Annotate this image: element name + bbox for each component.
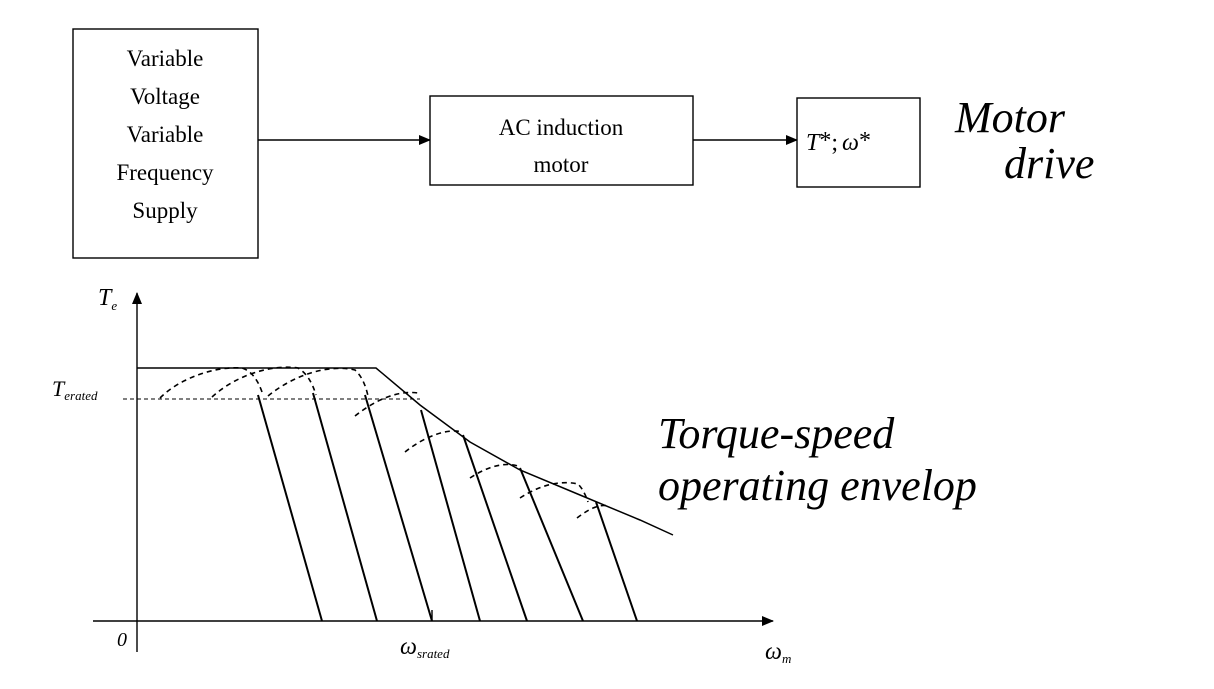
rated-speed-subscript: srated xyxy=(417,646,450,661)
rated-speed-symbol: ω xyxy=(400,634,417,660)
block-diagram: Variable Voltage Variable Frequency Supp… xyxy=(72,28,1094,259)
supply-line-4: Frequency xyxy=(116,160,214,185)
y-axis-symbol: T xyxy=(98,285,113,311)
rated-torque-subscript: erated xyxy=(64,388,98,403)
torque-curve-branch-1 xyxy=(257,394,323,622)
x-axis-subscript: m xyxy=(782,651,791,666)
motor-box xyxy=(429,95,694,186)
torque-curve-hump-6 xyxy=(469,463,519,479)
torque-curve-hump-1 xyxy=(159,367,263,399)
supply-line-5: Supply xyxy=(132,198,198,223)
y-axis-label: Te xyxy=(98,285,117,313)
motor-drive-caption-line-2: drive xyxy=(1004,139,1094,188)
speed-reference-symbol: ω xyxy=(842,130,859,156)
rated-speed-label: ωsrated xyxy=(400,634,450,661)
torque-curve-branch-6 xyxy=(519,467,584,622)
output-separator: ; xyxy=(831,130,838,156)
torque-curve-hump-8 xyxy=(576,504,609,519)
torque-curve-hump-7 xyxy=(519,481,589,503)
x-axis-symbol: ω xyxy=(765,639,782,665)
torque-curve-branch-4 xyxy=(420,409,481,622)
motor-drive-caption-line-1: Motor xyxy=(954,93,1066,142)
origin-label: 0 xyxy=(117,629,127,651)
output-symbols: T*;ω* xyxy=(806,128,871,156)
torque-reference-star: * xyxy=(819,128,831,154)
torque-curve-branch-3 xyxy=(364,394,433,622)
operating-envelope xyxy=(137,367,674,536)
torque-curve-branch-5 xyxy=(462,434,528,622)
x-axis-label: ωm xyxy=(765,639,791,666)
motor-line-2: motor xyxy=(534,152,589,177)
speed-reference-star: * xyxy=(859,128,871,154)
supply-line-3: Variable xyxy=(127,122,204,147)
torque-curve-branch-2 xyxy=(312,392,378,622)
torque-reference-symbol: T xyxy=(806,130,821,156)
torque-curve-hump-5 xyxy=(404,430,463,453)
supply-box xyxy=(72,28,259,259)
supply-line-1: Variable xyxy=(127,46,204,71)
output-box xyxy=(796,97,921,188)
torque-curve-hump-2 xyxy=(211,366,317,398)
torque-curve-hump-3 xyxy=(267,367,369,397)
torque-curve-branch-7 xyxy=(595,501,638,622)
torque-curve-hump-4 xyxy=(354,391,419,417)
envelope-caption-line-1: Torque-speed xyxy=(658,409,895,458)
y-axis-subscript: e xyxy=(111,298,117,313)
rated-torque-label: Terated xyxy=(52,376,98,403)
envelope-caption-line-2: operating envelop xyxy=(658,461,977,510)
motor-line-1: AC induction xyxy=(499,115,624,140)
supply-line-2: Voltage xyxy=(130,84,200,109)
rated-torque-symbol: T xyxy=(52,376,66,401)
torque-speed-plot: Te Terated 0 ωsrated ωm Torque-speed ope… xyxy=(52,285,977,666)
